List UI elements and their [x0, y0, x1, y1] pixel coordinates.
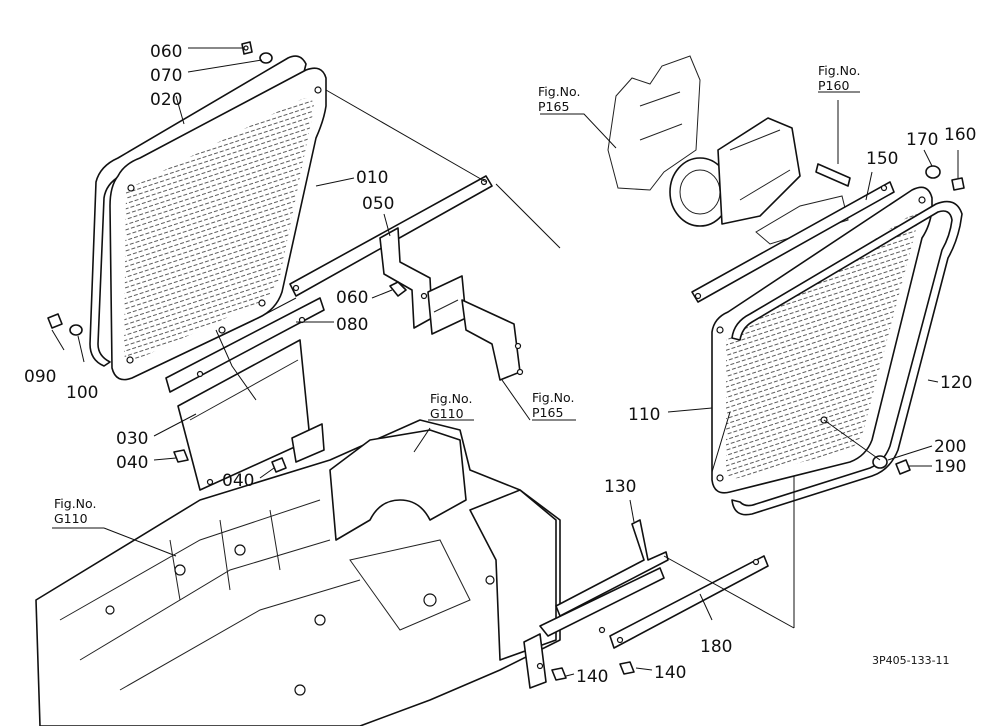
ref-p165-top-line1: Fig.No. [538, 84, 580, 99]
washer-170 [925, 165, 941, 179]
side-cover-110 [711, 186, 933, 494]
label-030: 030 [116, 429, 148, 449]
assembly-lines [51, 47, 959, 677]
label-040-a: 040 [116, 453, 148, 473]
label-060-top: 060 [150, 42, 182, 62]
washer-100 [69, 324, 83, 336]
label-010: 010 [356, 168, 388, 188]
bolt-190 [895, 459, 911, 475]
label-130: 130 [604, 477, 636, 497]
side-cover-010 [109, 67, 327, 381]
ref-p165-top-line2: P165 [538, 99, 569, 114]
bracket-050 [379, 227, 524, 381]
bolt-040-a [173, 449, 189, 463]
label-080: 080 [336, 315, 368, 335]
label-160: 160 [944, 125, 976, 145]
ref-g110-left-line1: Fig.No. [54, 496, 96, 511]
ref-p160-line2: P160 [818, 78, 849, 93]
bolt-040-b [271, 457, 287, 473]
label-180: 180 [700, 637, 732, 657]
ref-p160-line1: Fig.No. [818, 63, 860, 78]
label-190: 190 [934, 457, 966, 477]
bracket-130 [523, 519, 669, 689]
bolt-140-b [619, 661, 635, 675]
figure-references: Fig.No. P165 Fig.No. P160 Fig.No. P165 F… [54, 63, 860, 526]
ref-p165-mid-line2: P165 [532, 405, 563, 420]
bolt-060-mid [389, 281, 407, 297]
label-120: 120 [940, 373, 972, 393]
compressor [669, 117, 801, 227]
label-090: 090 [24, 367, 56, 387]
label-060-mid: 060 [336, 288, 368, 308]
bolt-160 [951, 177, 965, 191]
bracket-030 [177, 339, 325, 491]
label-070: 070 [150, 66, 182, 86]
drawing-code: 3P405-133-11 [872, 654, 950, 667]
label-170: 170 [906, 130, 938, 150]
part-labels: 060 070 020 010 050 060 080 090 100 030 … [24, 42, 976, 687]
transmission-housing [35, 419, 561, 726]
bolt-140-a [551, 667, 567, 681]
label-150: 150 [866, 149, 898, 169]
seal-120 [731, 200, 963, 516]
ref-g110-mid-line1: Fig.No. [430, 391, 472, 406]
plate-150 [691, 181, 895, 303]
label-050: 050 [362, 194, 394, 214]
label-140-a: 140 [576, 667, 608, 687]
bolt-090 [47, 313, 63, 329]
ref-g110-mid-line2: G110 [430, 406, 464, 421]
ref-g110-left-line2: G110 [54, 511, 88, 526]
washer-070 [259, 52, 273, 64]
label-140-b: 140 [654, 663, 686, 683]
label-100: 100 [66, 383, 98, 403]
label-200: 200 [934, 437, 966, 457]
compressor-bracket-p165 [607, 55, 701, 191]
label-020: 020 [150, 90, 182, 110]
bolt-060-top [241, 41, 253, 55]
compressor-bolt [815, 163, 851, 187]
ref-p165-mid-line1: Fig.No. [532, 390, 574, 405]
label-040-b: 040 [222, 471, 254, 491]
label-110: 110 [628, 405, 660, 425]
washer-200 [872, 455, 888, 469]
